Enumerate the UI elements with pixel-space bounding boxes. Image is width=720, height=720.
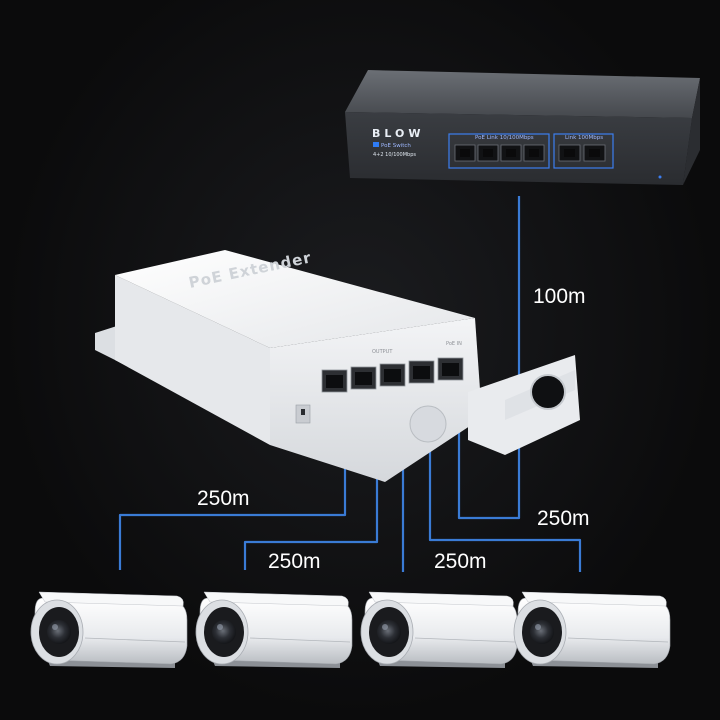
switch-port-jack	[529, 149, 539, 157]
uplink-cable[interactable]	[457, 196, 521, 520]
camera-lens	[212, 620, 236, 644]
extender-side	[115, 275, 270, 445]
distance-cam3: 250m	[434, 550, 487, 573]
camera-sunshade	[521, 591, 667, 607]
switch-model: PoE Switch	[381, 143, 411, 149]
distance-cam2: 250m	[268, 550, 321, 573]
extender-port-jack	[384, 369, 401, 382]
extender-ports	[321, 357, 464, 393]
lens-glint	[217, 624, 223, 630]
switch-port-jack	[589, 149, 600, 157]
extender-input-label: PoE IN	[446, 341, 462, 347]
switch-port-jack	[506, 149, 516, 157]
poe-extender: PoE Extender OUTPUT PoE IN	[95, 248, 580, 482]
camera-sunshade	[203, 591, 349, 607]
extender-top	[115, 250, 475, 348]
extender-output-label: OUTPUT	[372, 349, 393, 355]
extender-port-jack	[326, 375, 343, 388]
lens-glint	[535, 624, 541, 630]
switch-uplink-port-frame	[553, 133, 614, 169]
camera-1[interactable]	[30, 591, 188, 668]
switch-badge: 4+2 10/100Mbps	[373, 152, 416, 158]
cable-cam4[interactable]	[428, 396, 582, 572]
cameras	[30, 591, 671, 668]
extender-port-jack	[442, 363, 459, 376]
camera-seam	[414, 637, 516, 643]
camera-sunshade	[368, 591, 514, 607]
camera-4[interactable]	[513, 591, 671, 668]
switch-ports	[454, 144, 606, 162]
switch-power-led	[658, 175, 662, 179]
lens-glint	[52, 624, 58, 630]
switch-ai-badge	[373, 142, 379, 147]
camera-2[interactable]	[195, 591, 353, 668]
switch-brand: BLOW	[372, 127, 425, 140]
camera-seam	[567, 637, 669, 643]
camera-lens	[377, 620, 401, 644]
extender-flap-hole	[530, 374, 566, 410]
switch-top	[345, 70, 700, 118]
camera-seam	[84, 637, 186, 643]
camera-lens	[530, 620, 554, 644]
distance-uplink: 100m	[533, 285, 586, 308]
extender-dip-knob	[301, 409, 305, 415]
camera-sunshade	[38, 591, 184, 607]
extender-port-jack	[355, 372, 372, 385]
camera-lens	[47, 620, 71, 644]
switch-port-jack	[460, 149, 470, 157]
lens-glint	[382, 624, 388, 630]
camera-seam	[249, 637, 351, 643]
extender-gland	[409, 405, 447, 443]
distance-uplink-return: 250m	[537, 507, 590, 530]
switch-uplink-label: Link 100Mbps	[565, 135, 603, 141]
poe-switch: BLOW PoE Switch 4+2 10/100Mbps PoE Link …	[345, 70, 700, 185]
switch-port-jack	[483, 149, 493, 157]
extender-port-jack	[413, 366, 430, 379]
switch-poe-label: PoE Link 10/100Mbps	[475, 135, 534, 141]
switch-side	[683, 78, 700, 185]
switch-poe-port-frame	[448, 133, 550, 169]
distance-cam1: 250m	[197, 487, 250, 510]
switch-port-jack	[564, 149, 575, 157]
camera-3[interactable]	[360, 591, 518, 668]
